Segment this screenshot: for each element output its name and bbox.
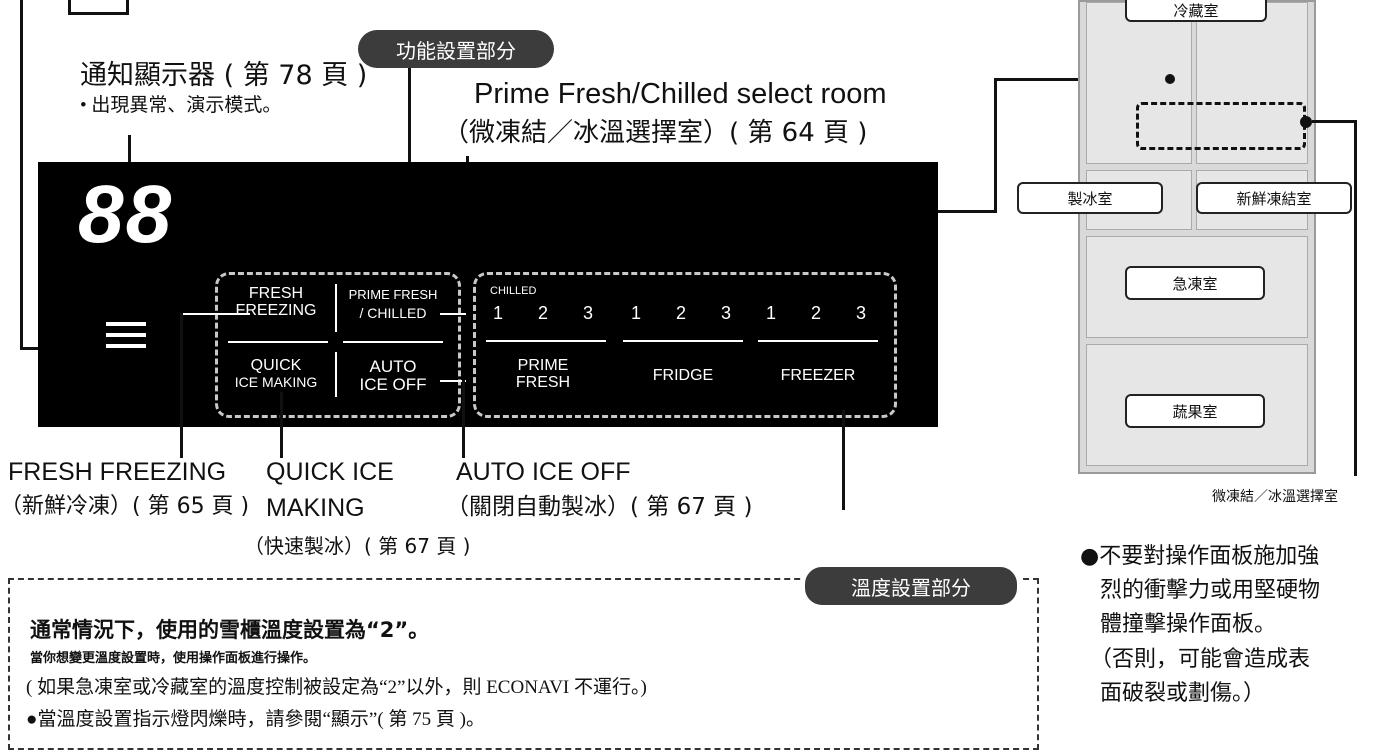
prime-fresh-level-3[interactable]: 3 xyxy=(583,303,594,323)
side-note-line-1: ●不要對操作面板施加強 xyxy=(1080,544,1320,569)
prime-fresh-title: Prime Fresh/Chilled select room xyxy=(474,78,887,110)
temperature-section-pill: 溫度設置部分 xyxy=(802,564,1020,608)
callout-line xyxy=(180,313,183,458)
callout-dot xyxy=(1300,116,1312,128)
notification-title: 通知顯示器 ( 第 78 頁 ) xyxy=(80,60,368,91)
prime-fresh-level-2[interactable]: 2 xyxy=(538,303,549,323)
callout-connector xyxy=(180,313,250,315)
note-line-2: 當你想變更溫度設置時，使用操作面板進行操作。 xyxy=(30,651,317,666)
side-note-line-3: 體撞擊操作面板。 xyxy=(1100,612,1277,637)
right-door xyxy=(1196,2,1308,164)
notification-display: 88 xyxy=(78,169,174,260)
auto-ice-off-subtitle: （關閉自動製冰）( 第 67 頁 ) xyxy=(446,494,753,520)
callout-line xyxy=(842,410,845,510)
callout-line xyxy=(128,135,131,183)
callout-line xyxy=(994,80,997,213)
function-button-group xyxy=(215,272,461,418)
divider xyxy=(228,341,328,343)
note-line-3: ( 如果急凍室或冷藏室的溫度控制被設定為“2”以外，則 ECONAVI 不運行。… xyxy=(26,677,647,698)
function-section-pill: 功能設置部分 xyxy=(358,30,554,68)
temperature-button-group xyxy=(473,272,897,418)
callout-dot xyxy=(1165,74,1175,84)
prime-fresh-area xyxy=(1136,102,1306,150)
prime-fresh-caption: 微凍結／冰溫選擇室 xyxy=(1212,489,1338,505)
side-note-line-5: 面破裂或劃傷。） xyxy=(1100,680,1266,705)
side-note-line-2: 烈的衝擊力或用堅硬物 xyxy=(1100,578,1321,603)
chilled-label: CHILLED xyxy=(490,285,537,297)
callout-line xyxy=(938,210,996,213)
prime-fresh-chilled-button[interactable]: PRIME FRESH/ CHILLED xyxy=(348,287,438,321)
fresh-freezing-title: FRESH FREEZING xyxy=(8,458,227,486)
divider xyxy=(758,340,878,342)
note-line-4: ●當溫度設置指示燈閃爍時，請參閱“顯示”( 第 75 頁 )。 xyxy=(26,709,485,730)
callout-line xyxy=(1354,120,1357,476)
callout-connector xyxy=(440,380,466,382)
ice-compartment-label: 製冰室 xyxy=(1017,182,1163,214)
callout-line xyxy=(20,0,23,350)
divider xyxy=(335,284,337,332)
vegetable-compartment-label: 蔬果室 xyxy=(1125,394,1265,428)
fridge-zone-label: FRIDGE xyxy=(652,367,714,384)
callout-line xyxy=(1312,120,1356,123)
callout-line xyxy=(462,380,465,458)
fridge-level-3[interactable]: 3 xyxy=(721,303,732,323)
prime-fresh-level-1[interactable]: 1 xyxy=(493,303,504,323)
divider xyxy=(623,340,743,342)
freezer-zone-label: FREEZER xyxy=(780,367,856,384)
side-note-line-4: （否則，可能會造成表 xyxy=(1090,646,1311,671)
quick-ice-subtitle: （快速製冰）( 第 67 頁 ) xyxy=(244,534,471,558)
notes-box xyxy=(8,578,1039,750)
quick-ice-title-1: QUICK ICE xyxy=(266,458,394,486)
quick-ice-title-2: MAKING xyxy=(266,494,365,522)
callout-bracket xyxy=(68,0,129,15)
freezer-level-1[interactable]: 1 xyxy=(766,303,777,323)
notification-menu-icon xyxy=(106,322,146,348)
fresh-freezing-subtitle: （新鮮冷凍）( 第 65 頁 ) xyxy=(0,494,250,519)
freezer-level-2[interactable]: 2 xyxy=(811,303,822,323)
fridge-level-1[interactable]: 1 xyxy=(631,303,642,323)
divider xyxy=(343,341,443,343)
quick-freeze-compartment-label: 急凍室 xyxy=(1125,266,1265,300)
left-door xyxy=(1086,2,1192,164)
callout-line xyxy=(280,392,283,458)
callout-connector xyxy=(440,313,466,315)
divider xyxy=(335,352,337,397)
prime-fresh-subtitle: （微凍結／冰溫選擇室）( 第 64 頁 ) xyxy=(443,118,868,148)
fresh-freeze-compartment-label: 新鮮凍結室 xyxy=(1196,182,1352,214)
top-compartment-label: 冷藏室 xyxy=(1125,0,1267,22)
auto-ice-off-title: AUTO ICE OFF xyxy=(456,458,631,486)
divider xyxy=(486,340,606,342)
freezer-level-3[interactable]: 3 xyxy=(856,303,867,323)
notification-subtitle: • 出現異常、演示模式。 xyxy=(80,95,282,116)
note-line-1: 通常情況下，使用的雪櫃溫度設置為“2”。 xyxy=(30,618,430,642)
fridge-level-2[interactable]: 2 xyxy=(676,303,687,323)
